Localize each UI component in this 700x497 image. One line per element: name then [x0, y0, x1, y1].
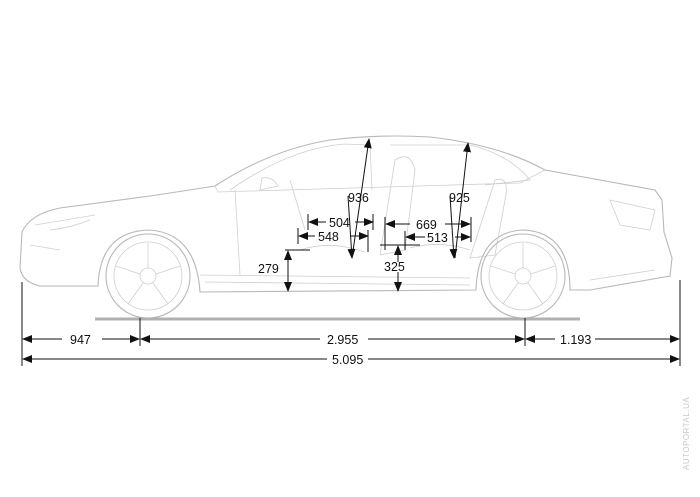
rear-headroom-label: 925 — [449, 191, 470, 205]
car-outline — [19, 135, 673, 293]
interior-dimensions — [284, 138, 472, 292]
front-overhang-label: 947 — [70, 333, 91, 347]
rear-legroom-b-label: 513 — [427, 231, 448, 245]
front-legroom-b-label: 548 — [318, 230, 339, 244]
overall-length-label: 5.095 — [332, 353, 363, 367]
front-headroom-label: 936 — [348, 191, 369, 205]
front-seat-height-label: 279 — [258, 262, 279, 276]
rear-legroom-a-label: 669 — [416, 218, 437, 232]
front-wheel — [105, 233, 191, 319]
rear-overhang-label: 1.193 — [560, 333, 591, 347]
rear-seat-height-label: 325 — [384, 260, 405, 274]
rear-wheel — [480, 233, 566, 319]
exterior-dimensions — [21, 280, 681, 366]
wheelbase-label: 2.955 — [327, 333, 358, 347]
watermark: AUTOPORTAL.UA — [682, 397, 691, 470]
front-legroom-a-label: 504 — [329, 216, 350, 230]
